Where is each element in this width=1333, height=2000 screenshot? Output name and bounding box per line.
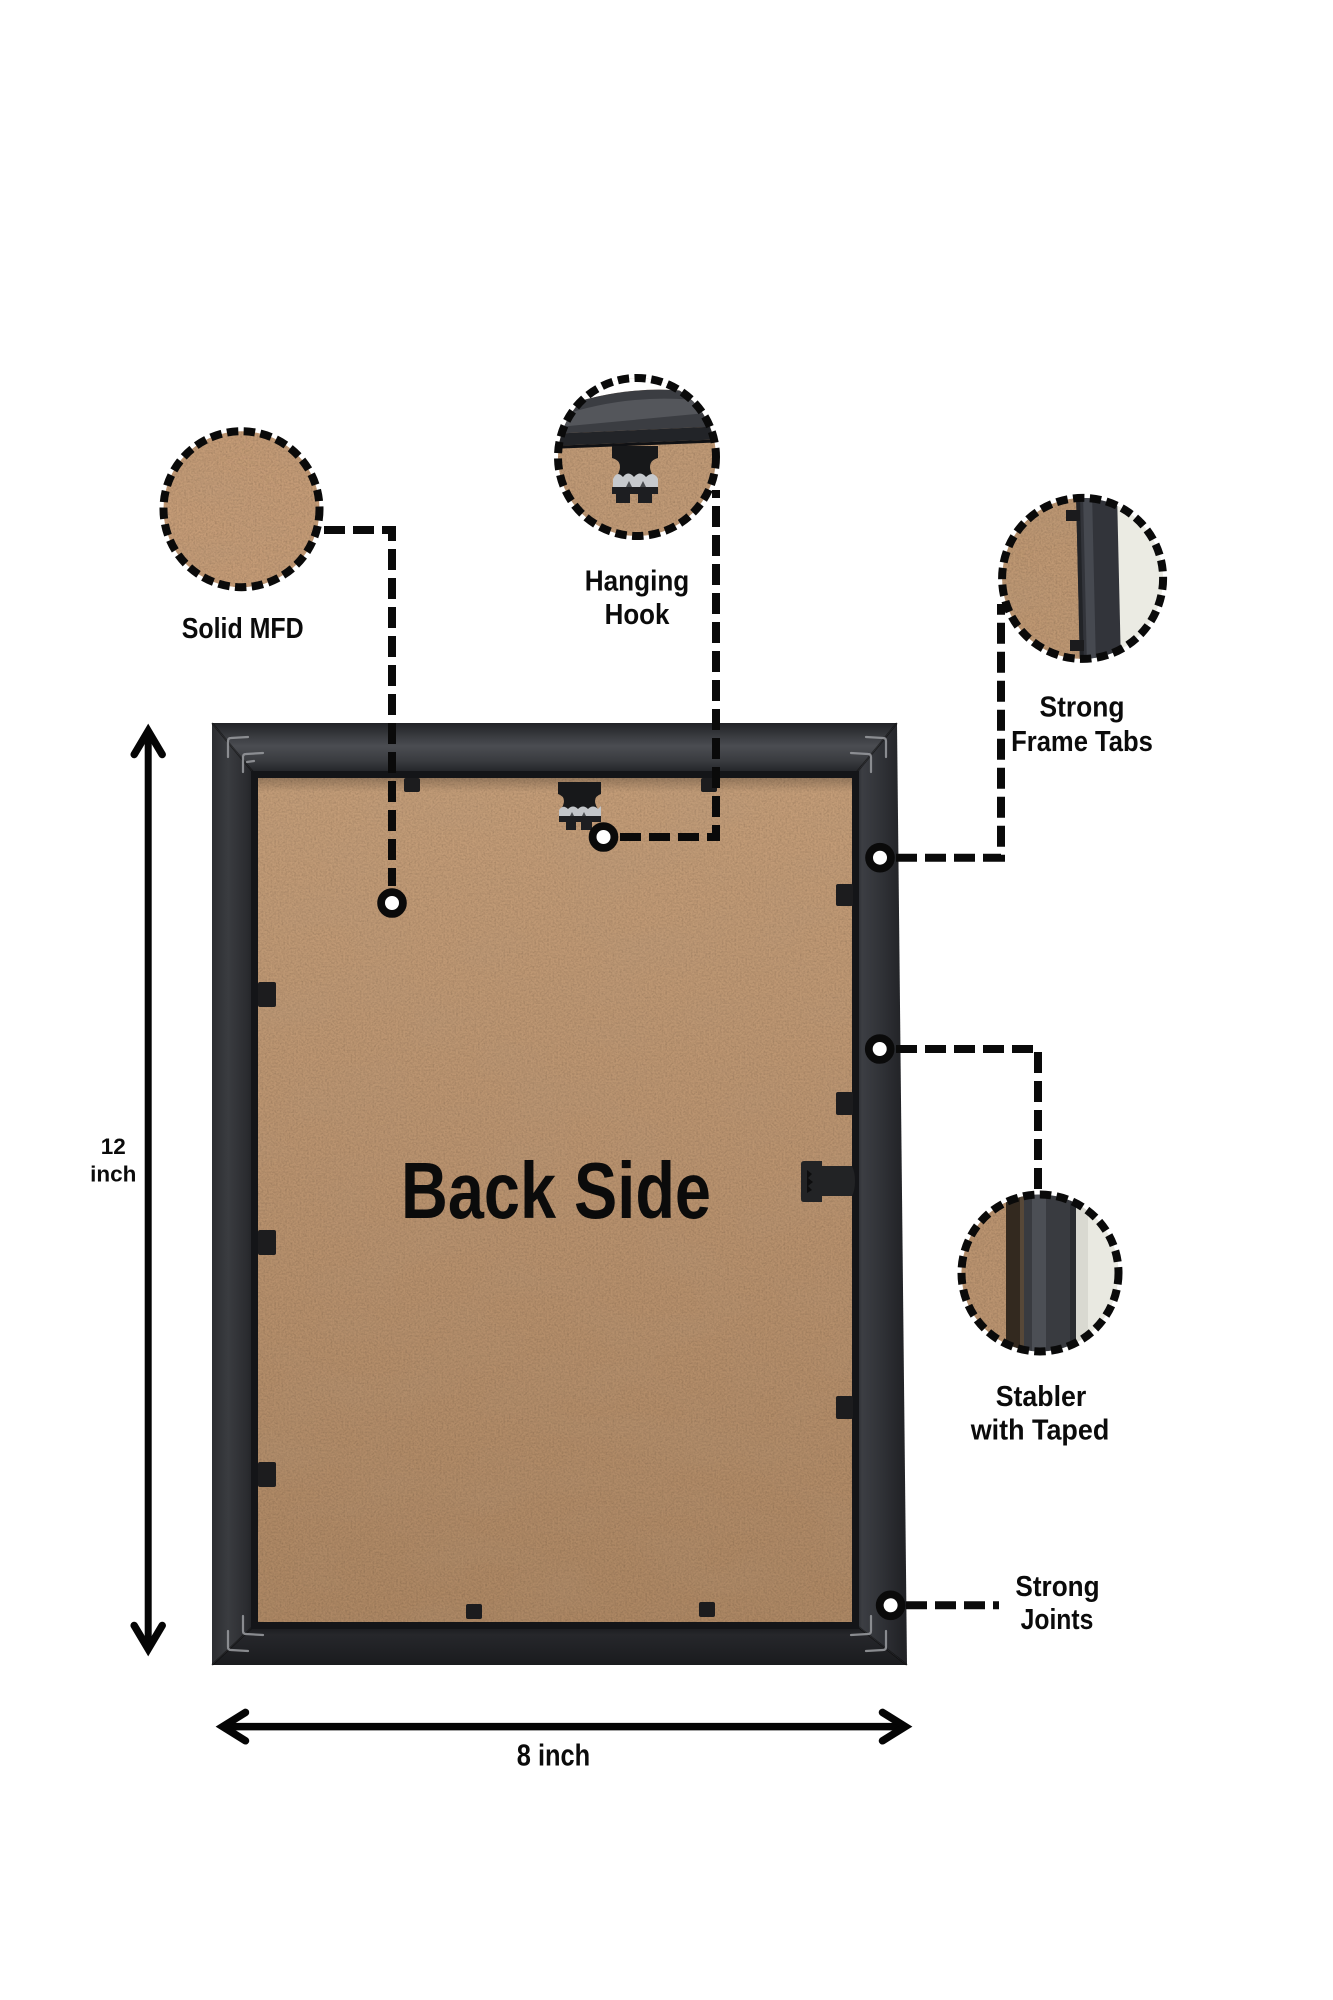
svg-text:Frame Tabs: Frame Tabs <box>1011 726 1153 758</box>
svg-text:Hook: Hook <box>605 599 671 631</box>
svg-text:8 inch: 8 inch <box>517 1738 590 1773</box>
svg-text:Solid MFD: Solid MFD <box>182 613 304 645</box>
svg-text:Stabler: Stabler <box>996 1381 1087 1413</box>
svg-text:with Taped: with Taped <box>970 1414 1110 1446</box>
svg-text:inch: inch <box>90 1162 136 1187</box>
svg-text:Back Side: Back Side <box>401 1146 711 1235</box>
svg-text:Hanging: Hanging <box>585 565 690 597</box>
svg-text:Strong: Strong <box>1015 1571 1099 1603</box>
svg-text:Joints: Joints <box>1021 1604 1094 1636</box>
svg-text:Strong: Strong <box>1040 692 1125 724</box>
svg-text:12: 12 <box>101 1134 126 1159</box>
